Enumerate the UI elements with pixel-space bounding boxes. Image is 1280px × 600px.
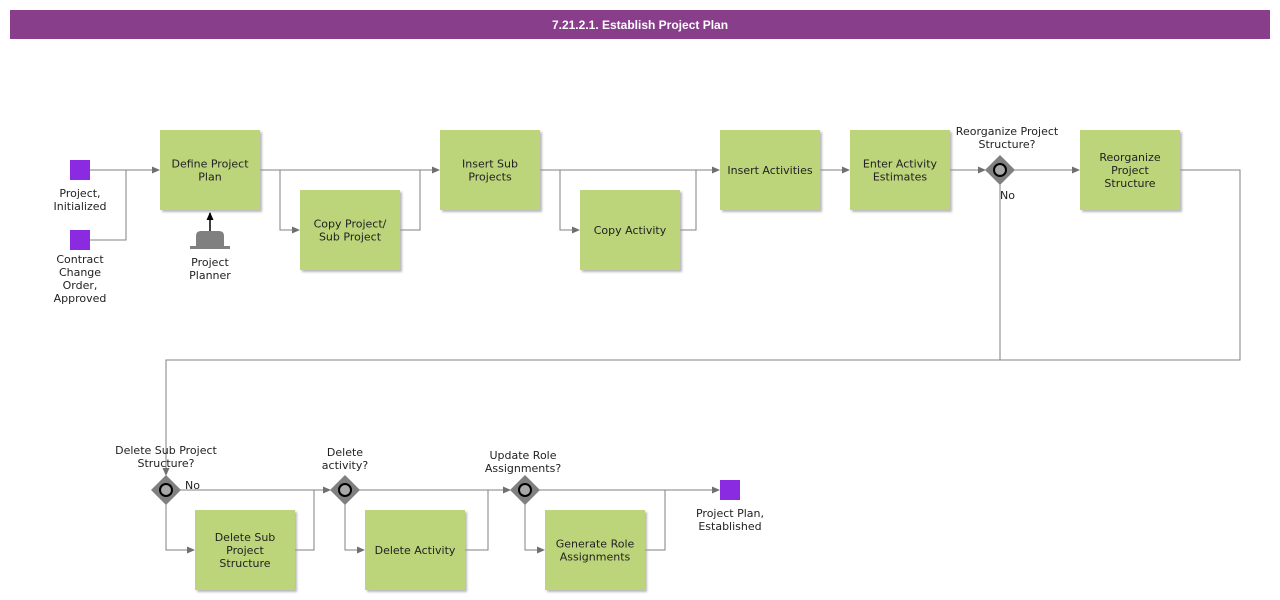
start-event-contract-change-order-label: Order,: [63, 279, 98, 292]
gateway-delete-activity-marker-icon: [338, 483, 352, 497]
delete-activity-task-box: [365, 510, 465, 590]
role-icon: [190, 231, 230, 249]
diagram-title: 7.21.2.1. Establish Project Plan: [10, 10, 1270, 39]
generate-role-assignments-task-label: Assignments: [560, 551, 631, 564]
flow-delete-sub-task-to-gw: [295, 490, 315, 551]
define-project-plan-task-label: Plan: [198, 171, 221, 184]
delete-activity-task-label: Delete Activity: [375, 544, 456, 557]
start-event-contract-change-order-label: Contract: [56, 253, 104, 266]
insert-sub-projects-task-label: Insert Sub: [462, 158, 518, 171]
connectors: [90, 166, 1241, 554]
gateway-update-role-assignments-question: Assignments?: [485, 462, 561, 475]
performer-project-planner[interactable]: Project Planner: [189, 212, 231, 282]
flow-role-gw-to-task: [524, 504, 545, 554]
end-event-project-plan-established-marker: [720, 480, 740, 500]
events-layer: Project,InitializedContractChangeOrder,A…: [53, 160, 764, 533]
define-project-plan-task-label: Define Project: [171, 158, 249, 171]
gateway-delete-sub-project-structure-branch-label: No: [185, 479, 200, 492]
flow-insert-sub-to-copy-activity: [559, 170, 580, 234]
performer-label-line-2: Planner: [189, 269, 231, 282]
start-event-project-initialized-label: Project,: [59, 187, 100, 200]
gateway-update-role-assignments-question: Update Role: [489, 449, 556, 462]
insert-activities-task[interactable]: Insert Activities: [720, 130, 820, 210]
flow-role-task-to-end: [645, 490, 666, 551]
reorganize-project-structure-task-label: Project: [1111, 164, 1149, 177]
copy-project-task-label: Copy Project/: [314, 218, 387, 231]
flow-delete-sub-gw-to-task: [165, 504, 195, 554]
insert-activities-task-label: Insert Activities: [727, 164, 812, 177]
gateway-delete-activity-question: activity?: [322, 459, 369, 472]
gateway-delete-sub-project-structure-question: Structure?: [137, 457, 194, 470]
gateway-delete-activity-question: Delete: [327, 446, 363, 459]
flow-contract-to-define: [90, 170, 127, 241]
reorganize-project-structure-task-label: Reorganize: [1099, 151, 1161, 164]
start-event-contract-change-order-label: Change: [59, 266, 101, 279]
flow-define-to-copy-project: [279, 170, 300, 234]
end-event-project-plan-established-label: Established: [698, 520, 761, 533]
copy-activity-task-label: Copy Activity: [594, 224, 667, 237]
define-project-plan-task-box: [160, 130, 260, 210]
start-event-contract-change-order-marker: [70, 230, 90, 250]
delete-sub-project-structure-task-label: Project: [226, 544, 264, 557]
insert-sub-projects-task-box: [440, 130, 540, 210]
insert-activities-task-box: [720, 130, 820, 210]
flow-gateway-no-down: [162, 184, 1001, 476]
delete-sub-project-structure-task-label: Delete Sub: [215, 531, 276, 544]
delete-activity-task[interactable]: Delete Activity: [365, 510, 465, 590]
reorganize-project-structure-task-label: Structure: [1104, 177, 1155, 190]
flow-copy-activity-to-insert-activities: [680, 170, 697, 231]
gateway-reorganize-project-structure-marker-icon: [993, 163, 1007, 177]
delete-sub-project-structure-task-label: Structure: [219, 557, 270, 570]
start-event-project-initialized-label: Initialized: [53, 200, 106, 213]
start-event-contract-change-order-label: Approved: [54, 292, 107, 305]
gateway-delete-sub-project-structure-question: Delete Sub Project: [115, 444, 217, 457]
generate-role-assignments-task-box: [545, 510, 645, 590]
start-event-project-initialized-marker: [70, 160, 90, 180]
start-event-project-initialized[interactable]: Project,Initialized: [53, 160, 107, 213]
copy-project-task[interactable]: Copy Project/Sub Project: [300, 190, 400, 270]
end-event-project-plan-established-label: Project Plan,: [696, 507, 764, 520]
flow-delete-act-task-to-gw: [465, 490, 489, 551]
end-event-project-plan-established[interactable]: Project Plan,Established: [696, 480, 764, 533]
performer-label-line-1: Project: [191, 256, 229, 269]
gateway-reorganize-project-structure-branch-label: No: [1000, 189, 1015, 202]
flow-copy-project-to-insert-sub: [400, 170, 421, 231]
gateway-delete-sub-project-structure-marker-icon: [159, 483, 173, 497]
gateway-reorganize-project-structure-question: Reorganize Project: [956, 125, 1059, 138]
gateway-update-role-assignments-marker-icon: [518, 483, 532, 497]
reorganize-project-structure-task-box: [1080, 130, 1180, 210]
enter-activity-estimates-task-label: Enter Activity: [863, 158, 938, 171]
copy-activity-task-box: [580, 190, 680, 270]
flow-reorganize-loop: [1000, 169, 1241, 361]
generate-role-assignments-task-label: Generate Role: [556, 538, 635, 551]
delete-sub-project-structure-task-box: [195, 510, 295, 590]
insert-sub-projects-task-label: Projects: [468, 171, 512, 184]
enter-activity-estimates-task-label: Estimates: [873, 171, 928, 184]
copy-activity-task[interactable]: Copy Activity: [580, 190, 680, 270]
flow-delete-act-gw-to-task: [344, 504, 365, 554]
gateway-reorganize-project-structure-question: Structure?: [978, 138, 1035, 151]
enter-activity-estimates-task-box: [850, 130, 950, 210]
copy-project-task-label: Sub Project: [319, 231, 382, 244]
copy-project-task-box: [300, 190, 400, 270]
